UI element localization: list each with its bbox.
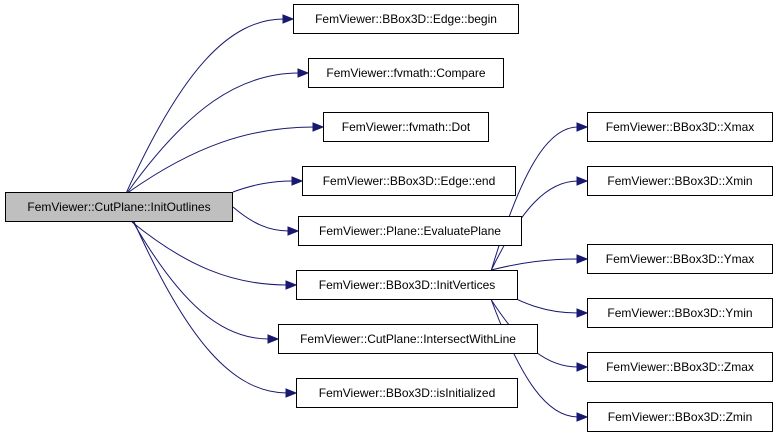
node-bbox3d-xmin[interactable]: FemViewer::BBox3D::Xmin: [587, 166, 773, 196]
node-cutplane-initoutlines: FemViewer::CutPlane::InitOutlines: [5, 192, 233, 222]
arrowhead-edge_end: [291, 176, 304, 186]
arrowhead-zmax: [576, 362, 589, 372]
edge-root-to-init_vertices: [131, 221, 288, 286]
node-bbox3d-edge-begin[interactable]: FemViewer::BBox3D::Edge::begin: [293, 4, 519, 34]
edge-root-to-edge_begin: [126, 18, 285, 193]
arrowhead-ymax: [576, 254, 589, 264]
edge-init_vertices-to-xmax: [490, 126, 579, 271]
edge-root-to-fvmath_compare: [127, 72, 300, 193]
arrowhead-is_initialized: [285, 388, 298, 398]
node-bbox3d-zmax[interactable]: FemViewer::BBox3D::Zmax: [587, 352, 773, 382]
arrowhead-fvmath_compare: [297, 68, 310, 78]
arrowhead-init_vertices: [285, 280, 298, 290]
edge-root-to-fvmath_dot: [128, 126, 315, 193]
arrowhead-evaluate_plane: [287, 226, 300, 236]
edge-root-to-intersect_with_line: [132, 221, 270, 340]
arrowhead-intersect_with_line: [267, 334, 280, 344]
edge-root-to-edge_end: [232, 180, 294, 193]
arrowhead-edge_begin: [282, 14, 295, 24]
node-bbox3d-ymin[interactable]: FemViewer::BBox3D::Ymin: [587, 298, 773, 328]
edge-root-to-evaluate_plane: [232, 206, 290, 232]
edge-root-to-is_initialized: [133, 221, 288, 394]
node-bbox3d-ymax[interactable]: FemViewer::BBox3D::Ymax: [587, 244, 773, 274]
node-bbox3d-xmax[interactable]: FemViewer::BBox3D::Xmax: [587, 112, 773, 142]
node-plane-evaluateplane[interactable]: FemViewer::Plane::EvaluatePlane: [298, 216, 522, 246]
arrowhead-fvmath_dot: [312, 122, 325, 132]
edge-init_vertices-to-ymax: [491, 258, 579, 271]
node-bbox3d-initvertices[interactable]: FemViewer::BBox3D::InitVertices: [296, 270, 518, 300]
node-bbox3d-edge-end[interactable]: FemViewer::BBox3D::Edge::end: [302, 166, 516, 196]
node-cutplane-intersectwithline[interactable]: FemViewer::CutPlane::IntersectWithLine: [278, 324, 538, 354]
arrowhead-xmax: [576, 122, 589, 132]
node-bbox3d-isinitialized[interactable]: FemViewer::BBox3D::isInitialized: [296, 378, 518, 408]
arrowhead-zmin: [576, 412, 589, 422]
edge-init_vertices-to-xmin: [490, 180, 579, 271]
arrowhead-ymin: [576, 308, 589, 318]
node-bbox3d-zmin[interactable]: FemViewer::BBox3D::Zmin: [587, 402, 773, 432]
arrowhead-xmin: [576, 176, 589, 186]
node-fvmath-compare[interactable]: FemViewer::fvmath::Compare: [308, 58, 504, 88]
node-fvmath-dot[interactable]: FemViewer::fvmath::Dot: [323, 112, 489, 142]
